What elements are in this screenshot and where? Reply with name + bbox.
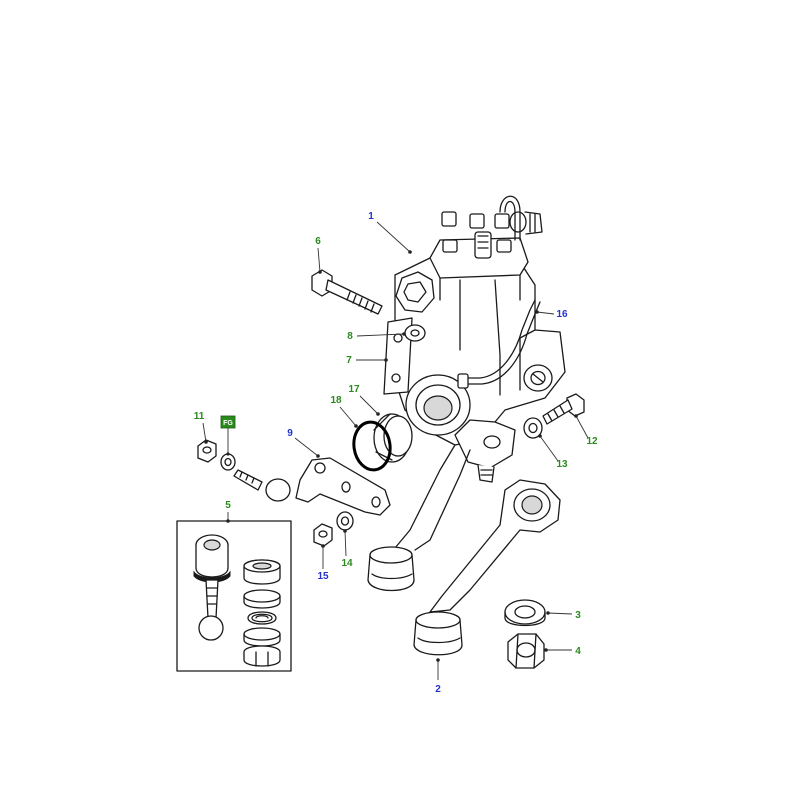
callout-dot-7 [384,358,388,362]
callout-dot-11 [204,440,208,444]
callout-leader-18 [339,406,357,427]
callout-label-15: 15 [317,571,329,582]
callout-leader-14 [344,530,347,557]
ball-joint-boot-lower [413,611,463,656]
callout-leader-12 [575,415,589,439]
callout-leader-9 [294,437,319,457]
nut-4 [507,633,545,669]
callout-dot-14 [343,529,347,533]
nut-15 [313,523,333,547]
washer-14 [336,511,354,531]
callout-label-6: 6 [315,236,321,247]
callout-label-17: 17 [348,384,360,395]
repair-kit-box-5 [176,520,292,672]
callout-label-2: 2 [435,684,441,695]
callout-dot-5 [226,519,230,523]
badge-text: FG [223,420,233,427]
callout-leader-17 [359,395,379,415]
valve-block-fittings [441,195,543,259]
pipe-16 [464,299,536,379]
callout-label-16: 16 [556,309,568,320]
idler-arm-9 [233,457,391,516]
ball-joint-boot-upper [367,546,415,592]
callout-leader-16 [536,311,555,315]
callout-label-7: 7 [346,355,352,366]
pipe-16-outer [464,301,541,385]
callout-dot-13 [538,434,542,438]
o-ring-18 [352,420,392,472]
callout-dot-6 [318,270,322,274]
drop-arm [394,444,561,613]
callout-dot-2 [436,658,440,662]
callout-label-12: 12 [586,436,598,447]
callout-label-18: 18 [330,395,342,406]
callout-leader-3 [547,612,573,615]
callout-dot-17 [376,412,380,416]
callout-dot-16 [535,310,539,314]
callout-label-11: 11 [194,411,205,422]
bolt-6 [311,269,383,315]
callout-dot-1 [408,250,412,254]
callout-label-5: 5 [225,500,231,511]
pipe-fitting [457,373,469,389]
finishing-badge: FG [220,415,236,456]
callout-leader-1 [376,221,411,253]
callout-dot-8 [402,332,406,336]
callout-dot-3 [546,611,550,615]
callout-label-14: 14 [341,558,353,569]
callout-label-3: 3 [575,610,581,621]
seal-17 [373,413,413,463]
callout-dot-18 [354,424,358,428]
callout-leader-8 [356,333,405,337]
callout-label-13: 13 [556,459,568,470]
steering-box-housing [394,237,566,483]
callout-leader-11 [202,422,207,443]
callout-label-1: 1 [368,211,374,222]
mounting-plate-7 [383,317,413,395]
callout-label-8: 8 [347,331,353,342]
callout-dot-15 [321,544,325,548]
callout-leader-6 [317,247,321,273]
callout-dot-12 [574,414,578,418]
callout-dot-9 [316,454,320,458]
callout-label-9: 9 [287,428,293,439]
washer-3 [504,599,546,627]
callout-leader-13 [539,435,559,462]
bolt-12 [542,393,585,425]
callout-dot-4 [544,648,548,652]
callout-label-4: 4 [575,646,581,657]
